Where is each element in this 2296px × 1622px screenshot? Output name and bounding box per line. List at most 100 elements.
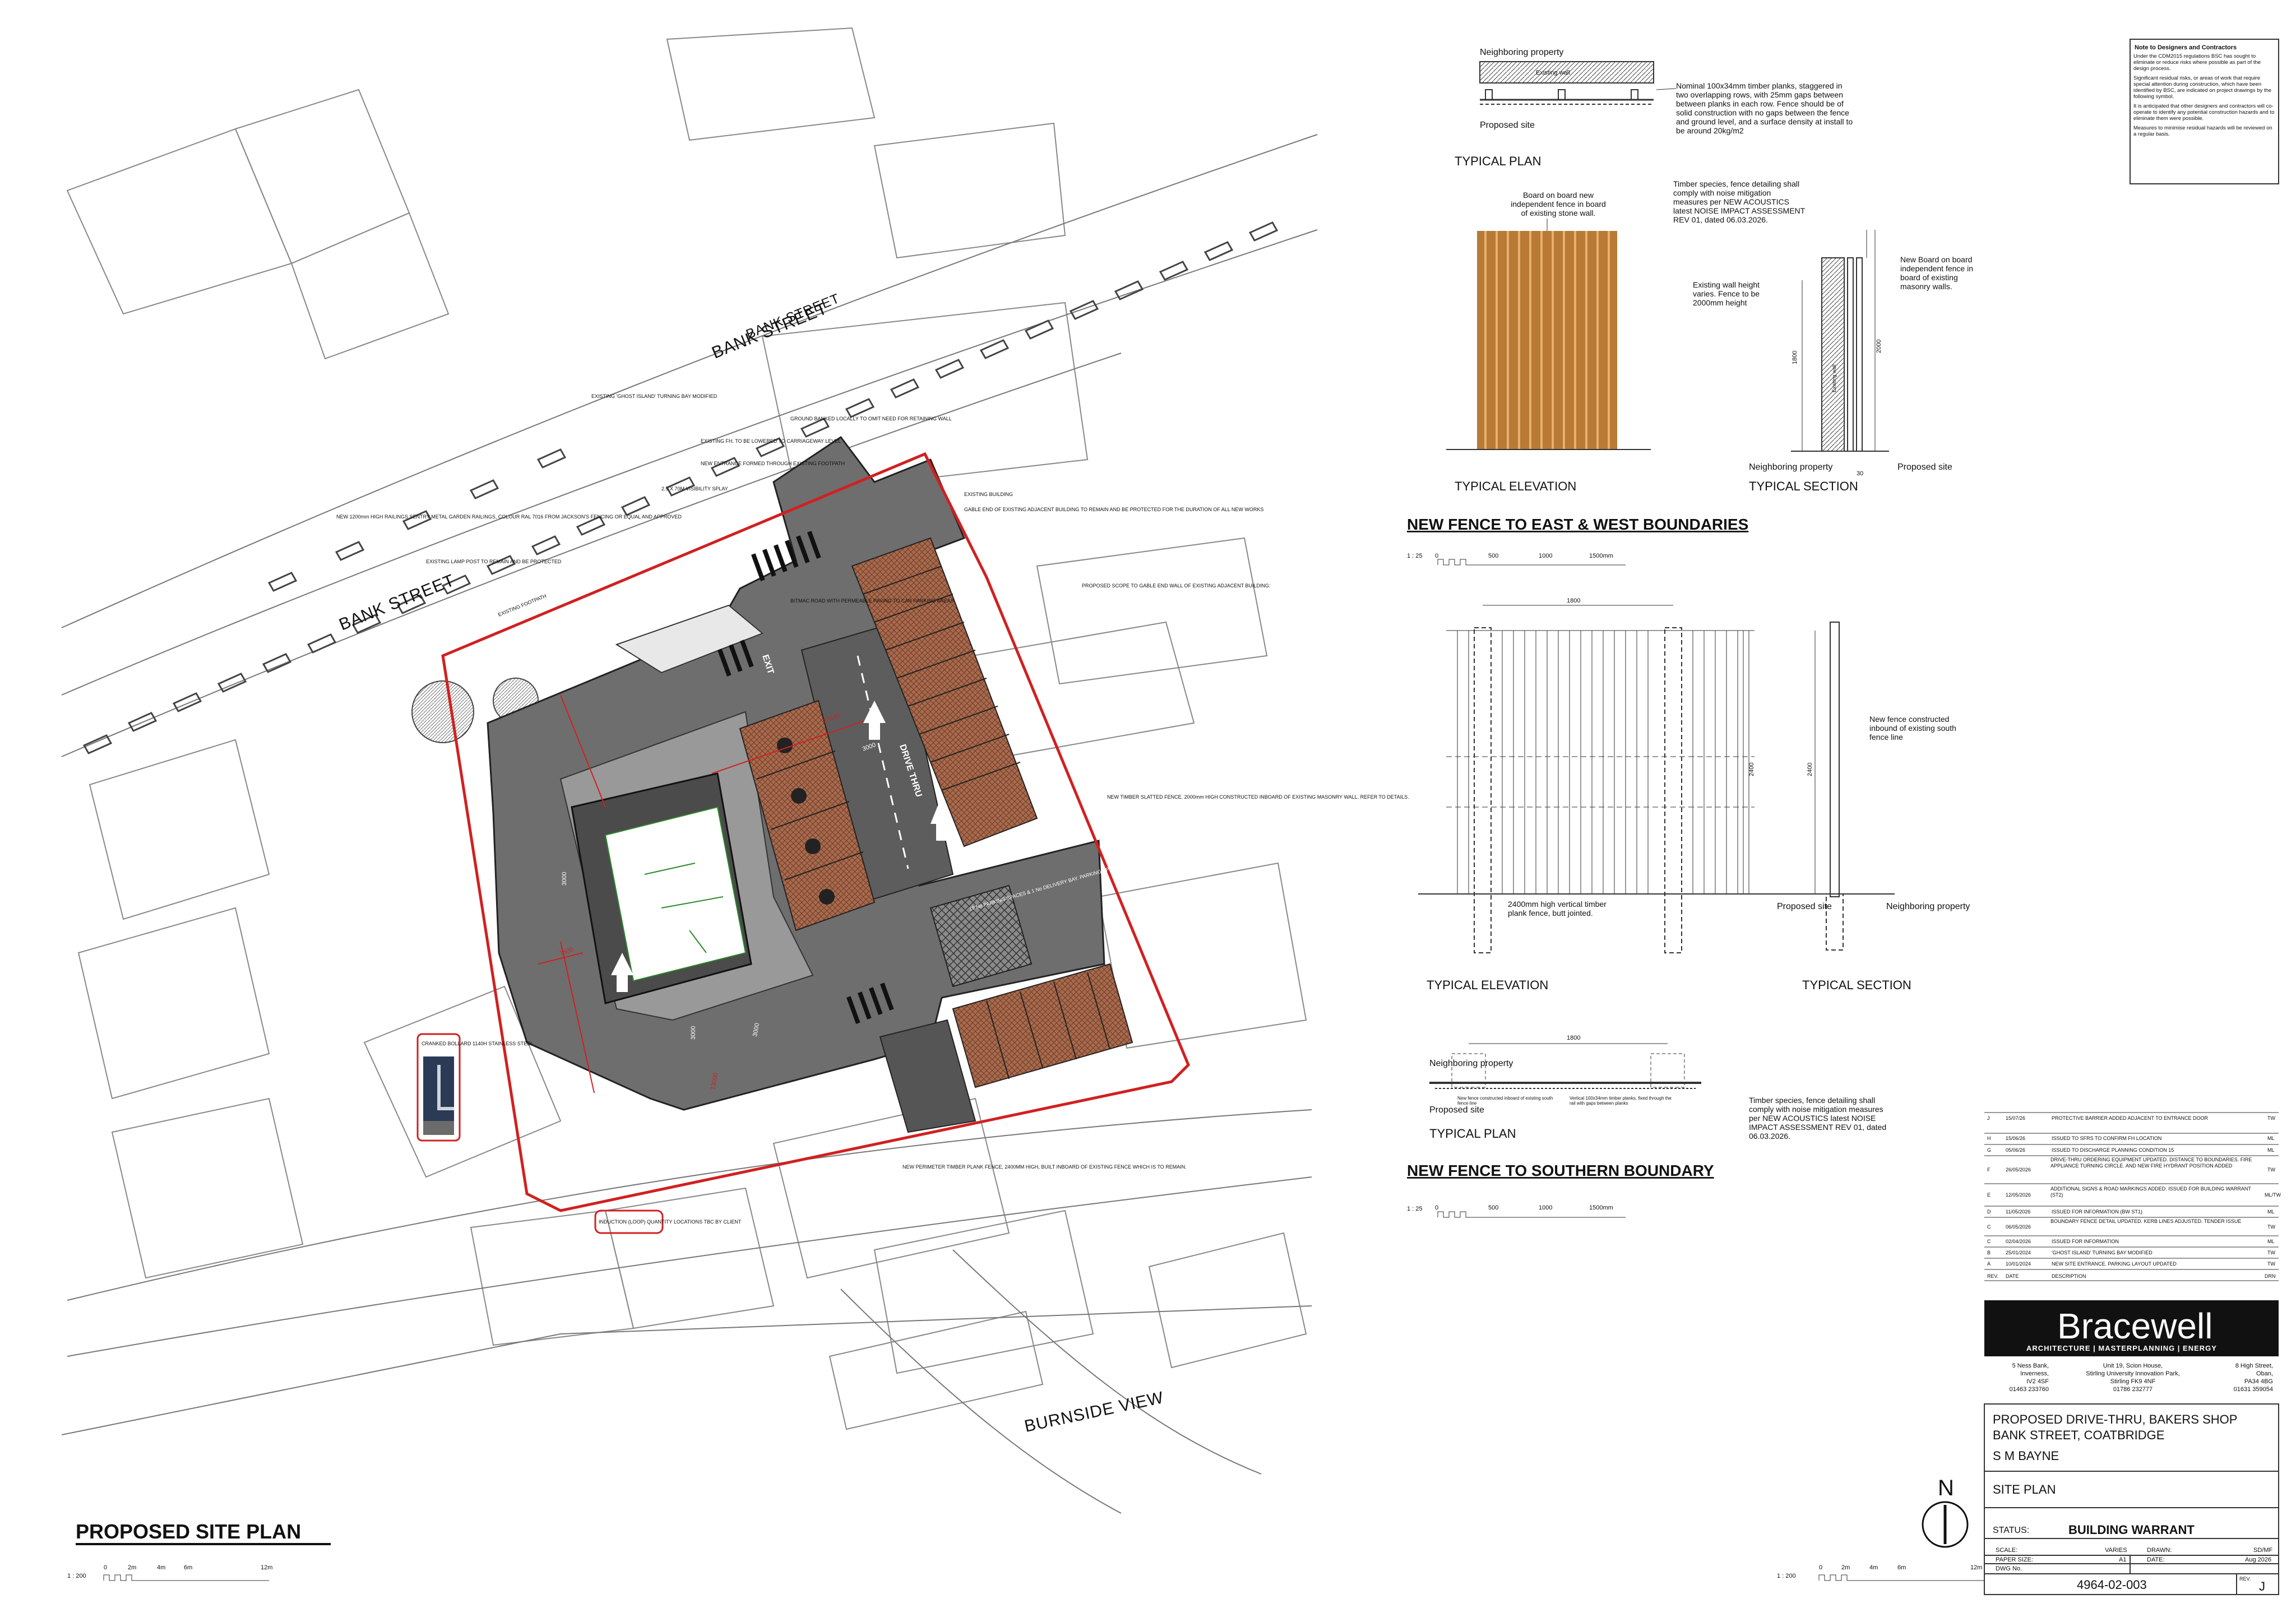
- street-label-burnside: BURNSIDE VIEW: [1023, 1388, 1165, 1436]
- ew-plan-neighboring: Neighboring property: [1429, 1059, 1513, 1068]
- rev-cell: H: [1987, 1136, 1991, 1141]
- site-boundary[interactable]: [441, 452, 1190, 1212]
- firm-tagline: ARCHITECTURE | MASTERPLANNING | ENERGY: [2026, 1344, 2217, 1352]
- annotation: NEW 1200mm HIGH RAILINGS SENTRY METAL GA…: [336, 514, 682, 520]
- ew-typical-plan: [1429, 1043, 1701, 1089]
- north-label: N: [1938, 1476, 1954, 1500]
- rev-cell: ISSUED FOR INFORMATION (BW ST1): [2052, 1209, 2142, 1215]
- dim-value: 23140: [822, 712, 841, 725]
- project-line-1: PROPOSED DRIVE-THRU, BAKERS SHOP: [1993, 1412, 2237, 1426]
- rev-header: DESCRIPTION: [2052, 1273, 2086, 1279]
- office-line: 01631 359054: [2234, 1386, 2273, 1393]
- rev-cell: ML: [2267, 1239, 2275, 1244]
- ew-plan-dim-1800: 1800: [1567, 1035, 1580, 1041]
- revision-table-frame: [1984, 1112, 2279, 1281]
- dim-2000-top: 2000: [1876, 340, 1882, 353]
- street-label-bank-2: BANK STREET: [336, 571, 457, 634]
- context-buildings: [66, 27, 1307, 1430]
- note-box-title: Note to Designers and Contractors: [2135, 44, 2237, 51]
- ew-plan-note-right: Vertical 100x34mm timber planks, fixed t…: [1570, 1096, 1672, 1106]
- dim-value: 7500: [559, 946, 574, 957]
- drawn-label: DRAWN:: [2147, 1547, 2172, 1554]
- site-plan: [61, 27, 1318, 1514]
- section-note: New Board on board independent fence in …: [1900, 255, 1973, 291]
- annotation: PROPOSED SCOPE TO GABLE END WALL OF EXIS…: [1082, 583, 1270, 588]
- rev-cell: 25/01/2024: [2006, 1250, 2031, 1255]
- rev-cell: 02/04/2026: [2006, 1239, 2031, 1244]
- office-line: PA34 4BG: [2244, 1378, 2273, 1385]
- rev-cell: ADDITIONAL SIGNS & ROAD MARKINGS ADDED. …: [2050, 1186, 2251, 1198]
- rev-cell: 12/05/2026: [2006, 1192, 2031, 1198]
- ew-heading: NEW FENCE TO EAST & WEST BOUNDARIES: [1407, 516, 1748, 533]
- drawn-value: SD/MF: [2253, 1547, 2273, 1554]
- title-block-frame: [1984, 1403, 2279, 1595]
- ew-section-dim-2400: 2400: [1807, 763, 1813, 776]
- parking-bays-south: [952, 963, 1133, 1088]
- rev-cell: C: [1987, 1224, 1991, 1230]
- road-edges: [61, 134, 1318, 1514]
- existing-wall-label: Existing wall: [1536, 69, 1570, 76]
- ew-plan-proposed: Proposed site: [1429, 1105, 1484, 1115]
- revision-table: J 15/07/26 PROTECTIVE BARRIER ADDED ADJA…: [1987, 1115, 2281, 1279]
- ew-dim-1800: 1800: [1567, 597, 1580, 604]
- annotation: 2.5 X 70M VISIBILITY SPLAY: [661, 486, 728, 492]
- note-paragraph: Significant residual risks, or areas of …: [2133, 75, 2272, 100]
- ew-typical-elevation: [1418, 605, 1783, 953]
- rev-cell: ML: [2267, 1147, 2275, 1153]
- parking-note: 19 No PARKING SPACES & 1 No DELIVERY BAY…: [969, 856, 1147, 912]
- south-heading: NEW FENCE TO SOUTHERN BOUNDARY: [1407, 1162, 1714, 1179]
- typical-plan-heading: TYPICAL PLAN: [1455, 154, 1541, 168]
- direction-arrows: [611, 701, 953, 992]
- annotation: GABLE END OF EXISTING ADJACENT BUILDING …: [964, 507, 1263, 512]
- annotation: EXISTING LAMP POST TO REMAIN AND BE PROT…: [426, 559, 562, 564]
- typical-plan-detail-top: [1479, 61, 1677, 105]
- bottom-scale-tick: 0: [1819, 1564, 1822, 1571]
- scale-tick: 6m: [184, 1564, 192, 1571]
- ew-scale-tick: 1500mm: [1589, 553, 1613, 559]
- induction-loop-box: [594, 1209, 664, 1234]
- ew-plan-note-left: New fence constructed inboard of existin…: [1457, 1096, 1553, 1106]
- status-value: BUILDING WARRANT: [2068, 1523, 2195, 1537]
- rev-cell: B: [1987, 1250, 1991, 1255]
- ew-proposed-site: Proposed site: [1777, 902, 1832, 911]
- section-proposed-label: Proposed site: [1897, 462, 1952, 472]
- rev-cell: 11/05/2026: [2006, 1209, 2030, 1215]
- rev-cell: J: [1987, 1115, 1990, 1121]
- office-line: 01463 233760: [2010, 1386, 2049, 1393]
- annotation: EXISTING BUILDING: [964, 492, 1013, 497]
- rev-cell: TW: [2267, 1261, 2275, 1267]
- annotation: GROUND BANKED LOCALLY TO OMIT NEED FOR R…: [790, 416, 952, 421]
- induction-loop-label: INDUCTION (LOOP) QUANTITY LOCATIONS TBC …: [599, 1219, 742, 1225]
- drive-thru-label: DRIVE THRU: [897, 743, 923, 798]
- rev-cell: 'GHOST ISLAND' TURNING BAY MODIFIED: [2052, 1250, 2152, 1255]
- parking-bays-east: [851, 537, 1038, 847]
- section-existing-wall: Existing wall: [1831, 364, 1837, 392]
- section-neighboring-label: Neighboring property: [1749, 462, 1832, 472]
- rev-cell: 15/07/26: [2006, 1115, 2025, 1121]
- south-scale-tick: 1000: [1539, 1204, 1552, 1211]
- office-line: 01786 232777: [2113, 1386, 2152, 1393]
- ew-scale-tick: 500: [1488, 553, 1498, 559]
- bottom-scale-tick: 4m: [1869, 1564, 1878, 1571]
- office-line: 5 Ness Bank,: [2012, 1363, 2049, 1369]
- south-scale-label: 1 : 25: [1407, 1206, 1423, 1212]
- rev-cell: E: [1987, 1192, 1991, 1198]
- tree-symbol: [411, 680, 474, 743]
- bollard-detail-box: [416, 1033, 461, 1142]
- proposed-site-label: Proposed site: [1480, 121, 1535, 130]
- rev-cell: NEW SITE ENTRANCE. PARKING LAYOUT UPDATE…: [2052, 1261, 2177, 1267]
- existing-footpath-label: EXISTING FOOTPATH: [497, 593, 547, 618]
- dim-value: 3000: [752, 1022, 761, 1037]
- annotation: NEW PERIMETER TIMBER PLANK FENCE, 2400MM…: [902, 1164, 1187, 1170]
- annotation: NEW TIMBER SLATTED FENCE. 2000mm HIGH CO…: [1107, 794, 1409, 800]
- scale-label: 1 : 200: [67, 1573, 86, 1579]
- scale-bar-bottom: [1818, 1574, 1984, 1581]
- scale-tick: 4m: [157, 1564, 165, 1571]
- rev-cell: ML: [2267, 1136, 2275, 1141]
- parking-bays-accessible: [739, 699, 876, 932]
- rev-cell: ISSUED TO DISCHARGE PLANNING CONDITION 1…: [2052, 1147, 2174, 1153]
- exit-label: EXIT: [760, 654, 775, 675]
- rev-header: REV.: [1987, 1273, 1998, 1279]
- firm-banner: [1984, 1300, 2279, 1356]
- dim-value: 3000: [690, 1026, 697, 1040]
